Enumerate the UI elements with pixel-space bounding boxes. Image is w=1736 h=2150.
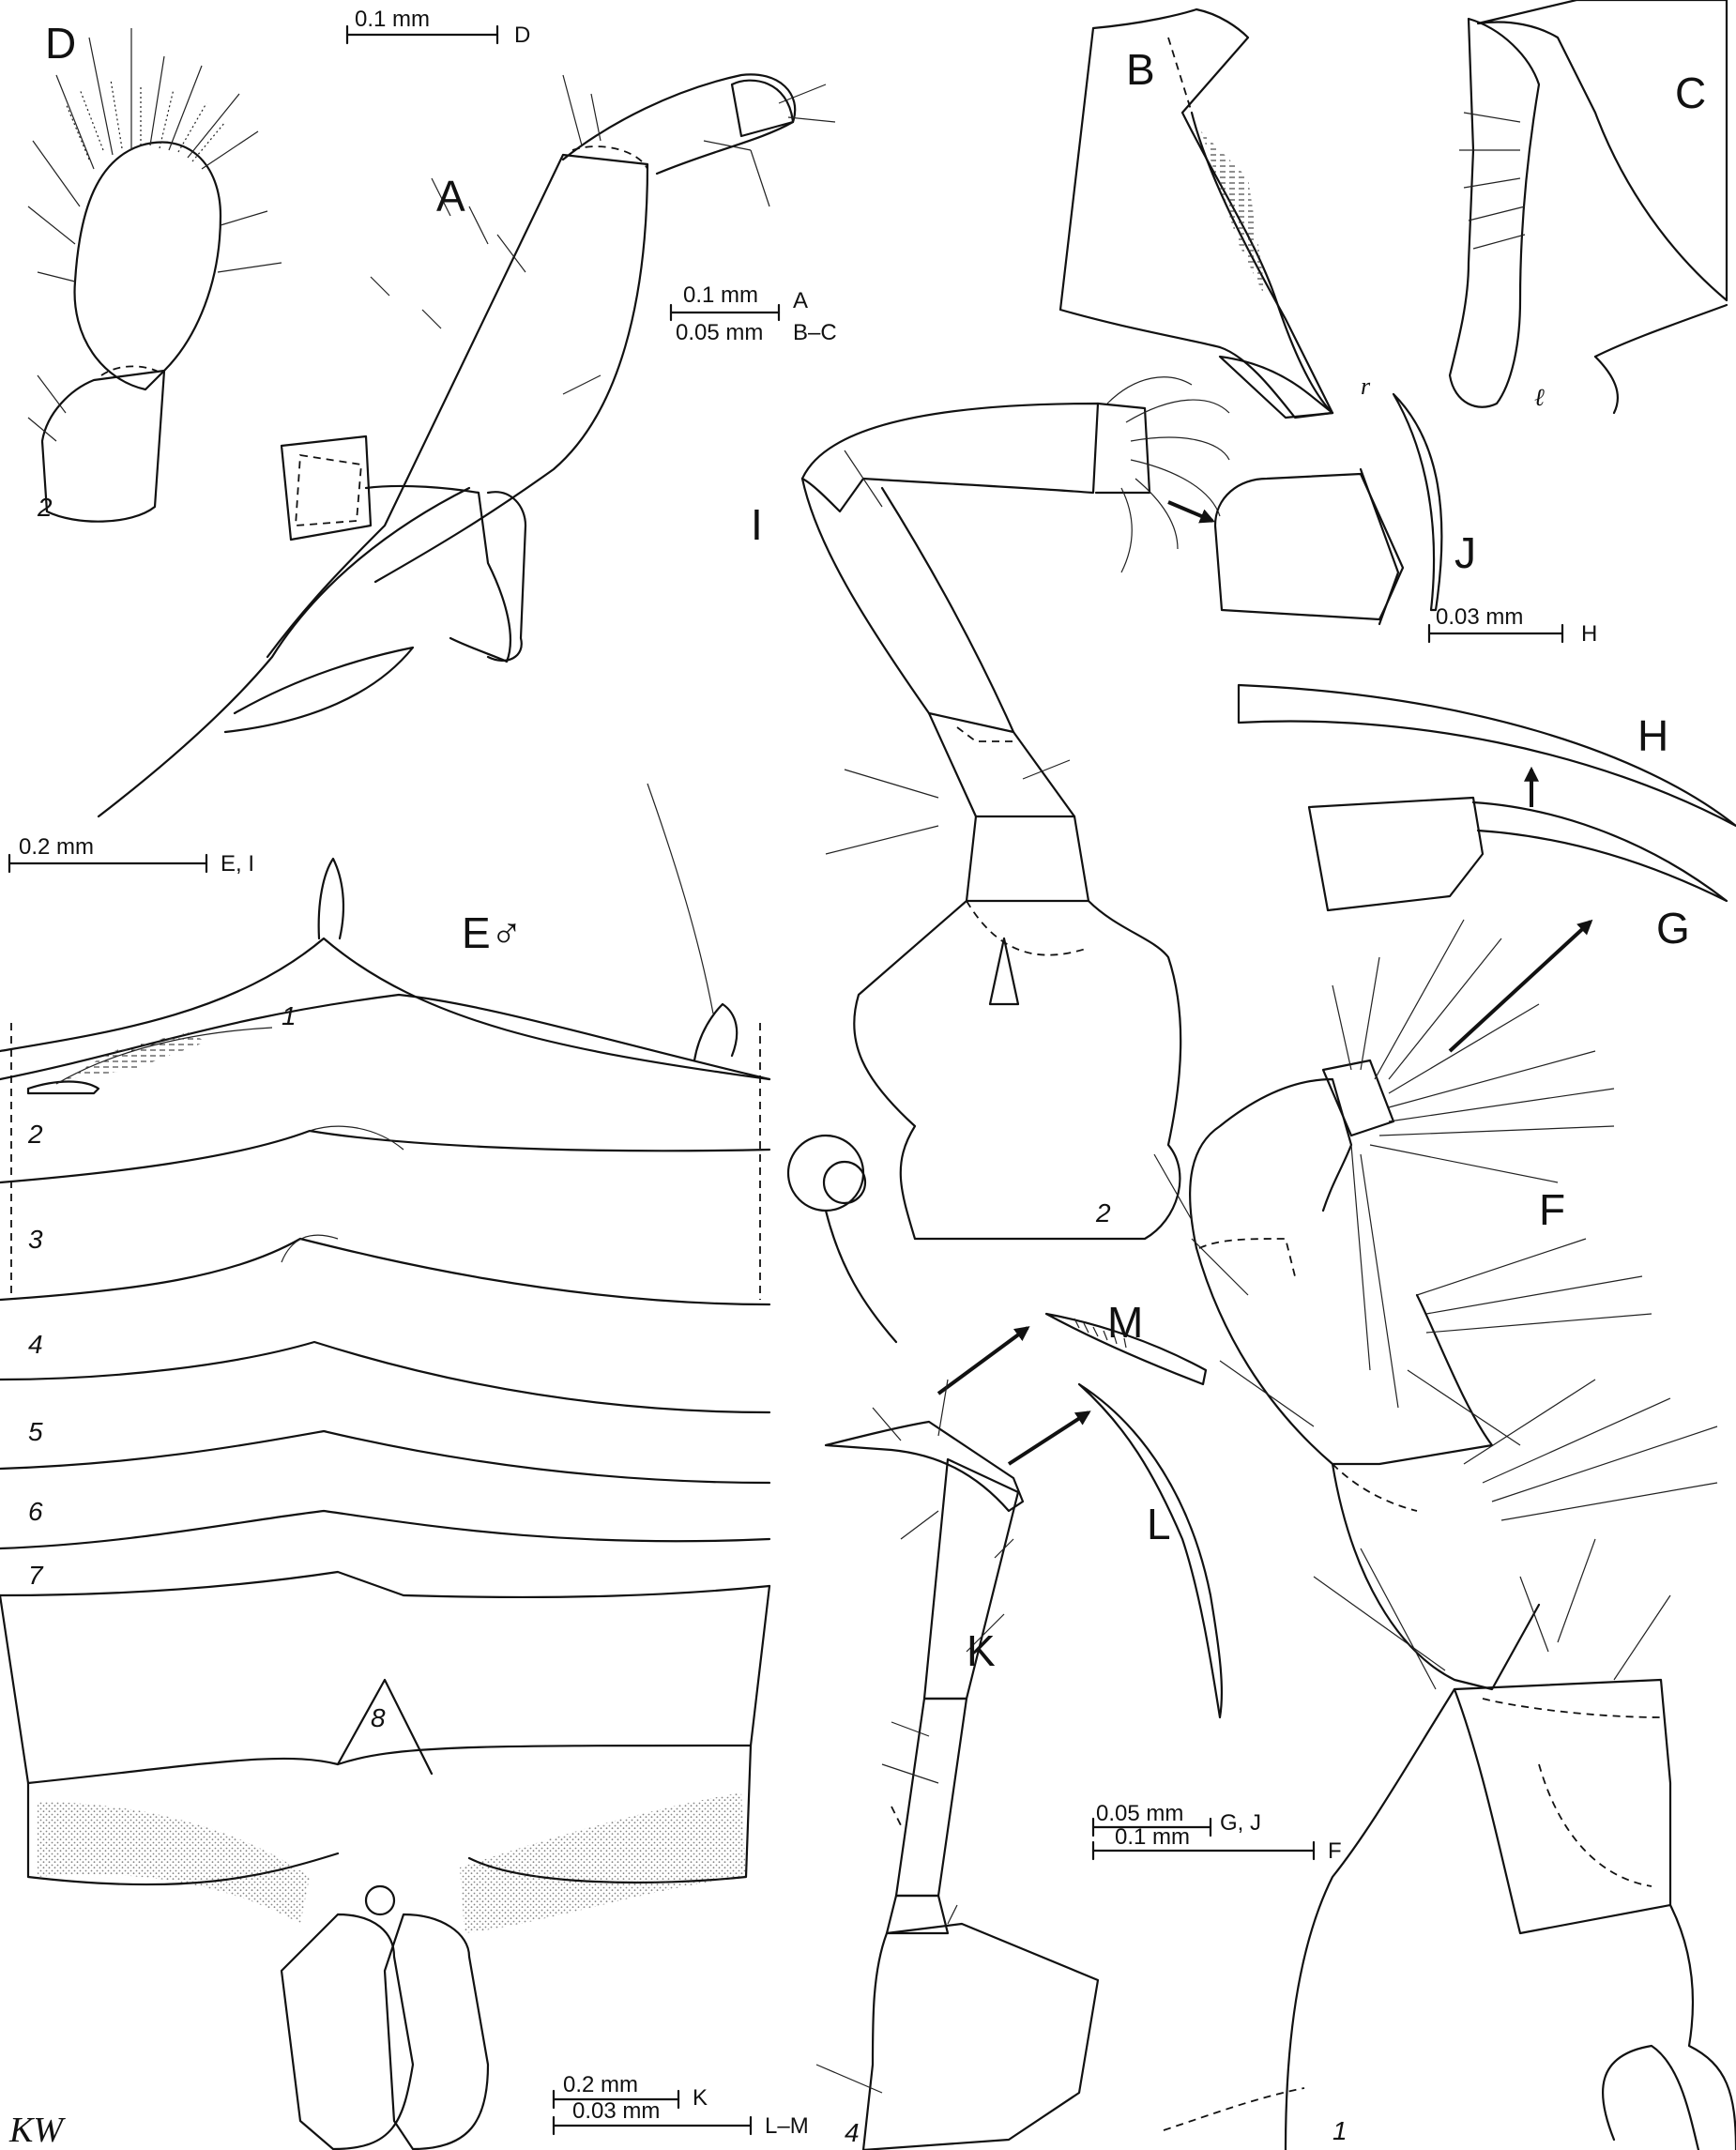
- panel-e-segment-1: 1: [282, 1001, 297, 1030]
- arrow-m-to-k: [937, 1326, 1030, 1395]
- panel-f-drawing: [1153, 919, 1736, 2150]
- scale-bar-bc-applies: B–C: [793, 320, 837, 345]
- panel-k-segment-4: 4: [845, 2118, 860, 2147]
- arrow-g-to-f: [1448, 919, 1593, 1053]
- scale-bar-ei: 0.2 mm E, I: [8, 834, 254, 877]
- arrow-l-to-k: [1007, 1410, 1091, 1466]
- scale-bar-h: 0.03 mm H: [1427, 604, 1597, 647]
- panel-g-letter: G: [1656, 904, 1690, 953]
- scale-bar-bc-value: 0.05 mm: [676, 320, 763, 345]
- scale-bar-f-applies: F: [1328, 1838, 1342, 1864]
- illustrator-signature: KW: [8, 2111, 66, 2150]
- panel-a-letter: A: [436, 172, 465, 221]
- panel-e-segment-4: 4: [28, 1330, 43, 1359]
- panel-e-drawing: [0, 783, 771, 2150]
- panel-e-segment-6: 6: [28, 1497, 43, 1526]
- scale-bar-ei-value: 0.2 mm: [19, 834, 94, 860]
- panel-c-label-l: ℓ: [1534, 384, 1545, 411]
- panel-e-segment-5: 5: [28, 1417, 43, 1446]
- scale-bar-a-applies: A: [793, 288, 808, 313]
- panel-f-letter: F: [1539, 1185, 1565, 1234]
- panel-b-letter: B: [1126, 45, 1155, 94]
- scale-bar-gj-value: 0.05 mm: [1096, 1801, 1183, 1826]
- panel-l-drawing: [1007, 1382, 1224, 1719]
- scale-bar-lm-applies: L–M: [765, 2113, 809, 2139]
- panel-l-letter: L: [1147, 1500, 1171, 1548]
- panel-i-drawing: [786, 376, 1230, 1344]
- scale-bar-d-applies: D: [514, 23, 530, 48]
- scale-bar-ei-applies: E, I: [221, 851, 254, 877]
- scale-bar-h-value: 0.03 mm: [1436, 604, 1523, 630]
- panel-k-drawing: [815, 1379, 1100, 2150]
- panel-g-drawing: [1307, 796, 1728, 912]
- panel-m-letter: M: [1107, 1298, 1143, 1347]
- scale-bar-k-lm: 0.2 mm K 0.03 mm L–M: [552, 2072, 809, 2139]
- panel-d-drawing: [27, 28, 282, 523]
- panel-e-letter: E♂: [462, 908, 523, 957]
- panel-h-letter: H: [1637, 711, 1668, 760]
- scale-bar-d: 0.1 mm D: [345, 7, 530, 48]
- panel-i-letter: I: [751, 500, 763, 549]
- panel-b-drawing: [1058, 8, 1334, 419]
- scale-bar-gj-applies: G, J: [1220, 1810, 1261, 1836]
- panel-c-letter: C: [1675, 69, 1706, 117]
- scale-bar-lm-value: 0.03 mm: [572, 2098, 660, 2124]
- scale-bar-f-value: 0.1 mm: [1115, 1824, 1190, 1850]
- panel-b-label-r: r: [1361, 373, 1371, 400]
- panel-a-drawing: [97, 73, 836, 818]
- panel-j-letter: J: [1454, 528, 1476, 577]
- panel-e-segment-2: 2: [27, 1120, 43, 1149]
- panel-e-segment-7: 7: [28, 1561, 44, 1590]
- panel-m-drawing: [937, 1312, 1208, 1395]
- scale-bar-gj-f: 0.05 mm G, J 0.1 mm F: [1091, 1801, 1342, 1864]
- scale-bar-a-value: 0.1 mm: [683, 282, 758, 308]
- panel-j-drawing: [1167, 392, 1443, 626]
- panel-d-segment-2: 2: [37, 493, 53, 522]
- panel-d-letter: D: [45, 19, 76, 68]
- panel-f-segment-1: 1: [1332, 2116, 1348, 2145]
- scale-bar-h-applies: H: [1581, 621, 1597, 647]
- scale-bar-k-applies: K: [693, 2085, 708, 2111]
- panel-c-drawing: [1448, 0, 1728, 415]
- scale-bar-d-value: 0.1 mm: [355, 7, 430, 32]
- scale-bar-a-bc: 0.1 mm A 0.05 mm B–C: [669, 282, 837, 345]
- panel-k-letter: K: [967, 1626, 996, 1675]
- panel-e-segment-8: 8: [371, 1703, 386, 1732]
- scale-bar-k-value: 0.2 mm: [563, 2072, 638, 2097]
- panel-i-segment-2: 2: [1095, 1198, 1111, 1227]
- panel-e-segment-3: 3: [28, 1225, 43, 1254]
